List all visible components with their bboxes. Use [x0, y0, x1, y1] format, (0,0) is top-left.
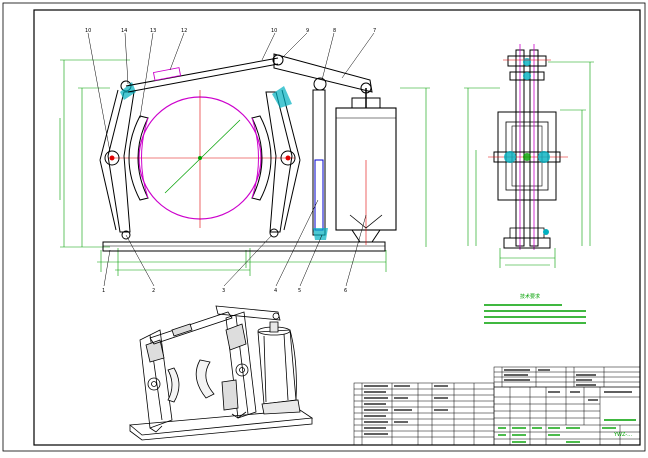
iso-pull-rod [149, 311, 233, 345]
leader-lines-top [87, 32, 375, 153]
part-number-5: 5 [298, 288, 301, 294]
parts-list-table [353, 382, 495, 446]
part-number-1: 1 [102, 288, 105, 294]
title-block-drawing-code: YWZ-… [613, 432, 632, 438]
part-number-8: 8 [333, 28, 336, 34]
left-brake-shoe [128, 115, 149, 201]
title-block: YWZ-… [353, 366, 641, 446]
side-base [503, 237, 551, 249]
title-block-grid [493, 386, 641, 446]
sheet-border [2, 2, 646, 452]
parts-list-upper-text [504, 369, 596, 386]
right-pivot-pin [280, 150, 296, 166]
title-block-black-text [548, 391, 632, 401]
front-dimensions [59, 59, 430, 276]
part-number-4: 4 [274, 288, 277, 294]
right-brake-shoe [251, 115, 272, 201]
main-spring [314, 159, 324, 231]
part-number-7: 7 [373, 28, 376, 34]
parts-list-text-strokes [364, 385, 448, 435]
part-number-6: 6 [344, 288, 347, 294]
isometric-view [128, 305, 314, 441]
base-plate [102, 241, 386, 252]
side-view [464, 44, 594, 268]
part-number-10-right: 10 [271, 28, 277, 34]
technical-requirements: 技术要求 [484, 293, 586, 324]
iso-brake-shoe [195, 359, 215, 399]
title-block-green-text [498, 419, 636, 443]
frame-border [33, 9, 641, 446]
part-number-labels: 10 14 13 12 10 9 8 7 1 2 3 4 5 6 [85, 28, 376, 294]
lever [273, 53, 373, 93]
adjusting-nut [152, 67, 182, 81]
part-number-10-left: 10 [85, 28, 91, 34]
iso-thruster [257, 329, 297, 405]
iso-lever [215, 305, 281, 321]
part-number-14: 14 [121, 28, 127, 34]
leader-lines-bottom [103, 199, 367, 287]
pull-rod [125, 57, 279, 87]
parts-list-upper [493, 366, 641, 388]
part-number-2: 2 [152, 288, 155, 294]
iso-left-arm [139, 329, 173, 429]
left-pivot-pin [104, 150, 120, 166]
tech-requirements-title: 技术要求 [520, 293, 540, 300]
part-number-13: 13 [150, 28, 156, 34]
front-view: 10 14 13 12 10 9 8 7 1 2 3 4 5 6 [59, 28, 430, 294]
tech-requirement-lines [484, 304, 586, 324]
part-number-3: 3 [222, 288, 225, 294]
side-housing [497, 111, 557, 201]
part-number-9: 9 [306, 28, 309, 34]
side-dimensions [464, 61, 594, 268]
part-number-12: 12 [181, 28, 187, 34]
